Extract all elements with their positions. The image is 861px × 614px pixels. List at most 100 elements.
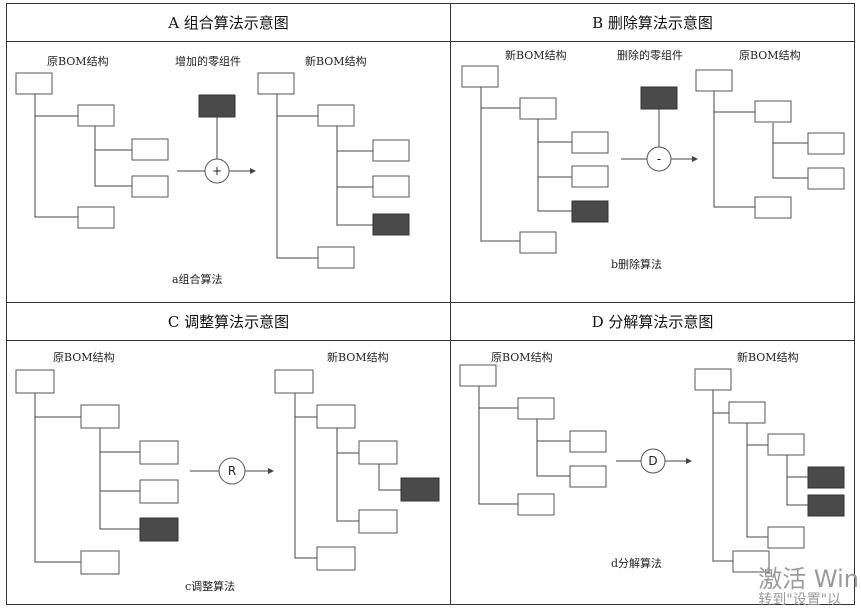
arrow-head: [692, 156, 698, 162]
bom-node-level2: [571, 165, 609, 188]
bom-node-level1: [517, 397, 555, 420]
caption-c: c调整算法: [185, 579, 235, 593]
bom-node-level2: [807, 132, 845, 155]
bom-node-level1: [316, 546, 356, 571]
bom-node-level1: [519, 231, 557, 254]
label-new-bom: 新BOM结构: [737, 350, 799, 364]
operator-plus: +: [212, 164, 222, 178]
label-original-bom: 原BOM结构: [491, 350, 553, 364]
panel-b-diagram: 新BOM结构 删除的零组件 原BOM结构: [461, 48, 845, 271]
bom-node-level2: [358, 440, 398, 465]
panel-c-body: 原BOM结构 新BOM结构: [7, 341, 450, 604]
operator-circle: [204, 158, 230, 184]
bom-node-level2: [571, 131, 609, 154]
bom-node-level1: [316, 404, 356, 429]
bom-node-level2: [569, 430, 607, 453]
bom-node-level1: [317, 104, 355, 127]
panel-b: B 删除算法示意图 新BOM结构 删除的零组件 原BOM结构: [451, 4, 854, 303]
bom-node-level2: [372, 175, 410, 198]
bom-node-added: [372, 213, 410, 236]
bom-node-level1: [728, 401, 766, 424]
bom-node-root: [274, 369, 314, 394]
bom-node-level2: [139, 440, 179, 465]
tree-original-connectors: [34, 94, 132, 218]
bom-node-level1: [517, 493, 555, 516]
bom-node-decomposed: [807, 466, 845, 489]
bom-node-root: [694, 368, 732, 391]
operator-d: D: [648, 454, 657, 468]
bom-node-level2: [358, 509, 398, 534]
arrow-head: [250, 168, 256, 174]
figure-frame: A 组合算法示意图 原BOM结构 增加的零组件 新BOM结构: [6, 3, 855, 605]
operator-r: R: [228, 464, 236, 478]
panel-c-title: C 调整算法示意图: [7, 303, 450, 341]
arrow-head: [268, 468, 274, 474]
bom-node-level1: [80, 550, 120, 575]
bom-node-level1: [754, 100, 792, 123]
panel-c-diagram: 原BOM结构 新BOM结构: [15, 350, 440, 593]
bom-node-level1: [519, 97, 557, 120]
bom-node-root: [15, 369, 55, 394]
panel-d: D 分解算法示意图 原BOM结构 新BOM结构: [451, 303, 854, 604]
operator-minus: -: [657, 152, 661, 166]
bom-node-level2: [569, 465, 607, 488]
operator-circle: [646, 146, 672, 172]
panel-d-body: 原BOM结构 新BOM结构 D: [451, 341, 854, 604]
bom-node-adjusted: [139, 517, 179, 542]
bom-node-level1: [754, 196, 792, 219]
bom-node-level1: [317, 246, 355, 269]
panel-d-diagram: 原BOM结构 新BOM结构 D: [459, 350, 845, 573]
tree-new-connectors: [480, 87, 572, 242]
bom-node-level1: [80, 404, 120, 429]
label-deleted-component: 删除的零组件: [617, 48, 683, 62]
bom-node-adjusted: [400, 477, 440, 502]
label-original-bom: 原BOM结构: [739, 48, 801, 62]
tree-original-connectors: [478, 386, 570, 505]
bom-node-root: [461, 65, 499, 88]
panel-d-title: D 分解算法示意图: [451, 303, 854, 341]
tree-original-connectors: [34, 393, 140, 563]
bom-node-level1: [732, 550, 770, 573]
bom-node-root: [15, 72, 53, 95]
bom-node-decomposed: [807, 494, 845, 517]
watermark-line1: 激活 Win: [758, 565, 859, 593]
label-new-bom: 新BOM结构: [327, 350, 389, 364]
label-new-bom: 新BOM结构: [505, 48, 567, 62]
bom-node-level2: [767, 433, 805, 456]
bom-node-level2: [372, 139, 410, 162]
panel-a-title: A 组合算法示意图: [7, 4, 450, 42]
watermark-line2: 转到"设置"以: [758, 592, 842, 608]
label-new-bom: 新BOM结构: [305, 54, 367, 68]
caption-d: d分解算法: [611, 556, 662, 570]
bom-node-level2: [139, 479, 179, 504]
label-added-component: 增加的零组件: [175, 54, 241, 68]
bom-node-level2: [131, 175, 169, 198]
bom-node-root: [257, 72, 295, 95]
caption-a: a组合算法: [172, 272, 223, 286]
operator-circle: [218, 457, 246, 485]
bom-node-level1: [77, 206, 115, 229]
operator-circle: [640, 448, 666, 474]
bom-node-level1: [77, 104, 115, 127]
bom-node-deleted: [571, 200, 609, 223]
panel-c: C 调整算法示意图 原BOM结构 新BOM结构: [7, 303, 451, 604]
label-original-bom: 原BOM结构: [47, 54, 109, 68]
tree-new-connectors: [294, 393, 401, 559]
caption-b: b删除算法: [611, 257, 662, 271]
label-original-bom: 原BOM结构: [53, 350, 115, 364]
bom-node-root: [695, 69, 733, 92]
bom-node-level2: [807, 167, 845, 190]
tree-new-connectors: [712, 390, 808, 562]
panel-a-diagram: 原BOM结构 增加的零组件 新BOM结构: [15, 54, 410, 286]
bom-node-level2: [131, 138, 169, 161]
bom-node-root: [459, 364, 497, 387]
panel-a-body: 原BOM结构 增加的零组件 新BOM结构: [7, 42, 450, 302]
panel-a: A 组合算法示意图 原BOM结构 增加的零组件 新BOM结构: [7, 4, 451, 303]
windows-activation-watermark: 激活 Win 转到"设置"以: [758, 566, 859, 608]
tree-original-connectors: [713, 90, 808, 208]
panel-b-body: 新BOM结构 删除的零组件 原BOM结构: [451, 42, 854, 302]
deleted-component-node: [640, 86, 678, 110]
arrow-head: [686, 458, 692, 464]
panel-b-title: B 删除算法示意图: [451, 4, 854, 42]
tree-new-connectors: [276, 94, 373, 259]
